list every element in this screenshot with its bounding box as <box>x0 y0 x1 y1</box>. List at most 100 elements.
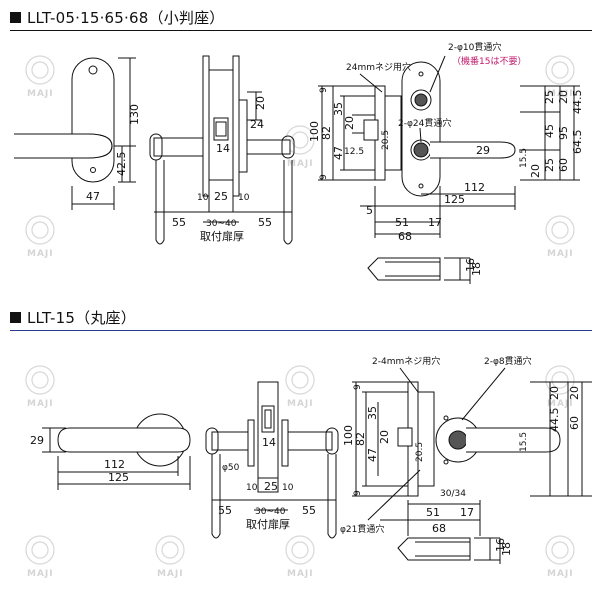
dim-125: 125 <box>444 193 465 206</box>
note-phi8-hole: 2-φ8貫通穴 <box>484 355 532 367</box>
watermark-tile: MAJI <box>285 365 315 409</box>
detail-view-1 <box>318 55 580 238</box>
dim-42-5: 42.5 <box>115 152 128 177</box>
dim-phi50: φ50 <box>222 463 240 473</box>
dim-20-5: 20.5 <box>381 130 391 150</box>
dim-9-top: 9 <box>353 384 363 390</box>
svg-text:MAJI: MAJI <box>547 569 574 579</box>
dim-18: 18 <box>470 262 483 276</box>
dim-15-5: 15.5 <box>519 148 529 168</box>
watermark-tile: MAJI <box>25 535 55 579</box>
dim-45: 45 <box>543 124 556 138</box>
dim-17: 17 <box>460 506 474 519</box>
svg-text:MAJI: MAJI <box>27 399 54 409</box>
dim-10-b: 10 <box>238 193 250 203</box>
dim-55-left: 55 <box>218 504 232 517</box>
dim-30-34: 30/34 <box>440 489 466 499</box>
svg-text:MAJI: MAJI <box>287 399 314 409</box>
section-1-labels: 130 42.5 47 20 24 14 10 25 10 55 30~40 5… <box>86 41 584 276</box>
dim-47-side: 47 <box>332 146 345 160</box>
dim-door-range: 30~40 <box>255 507 286 517</box>
section-title-1: LLT-05·15·65·68（小判座） <box>10 6 225 28</box>
watermark-pattern: MAJI MAJI MAJI MAJI MAJI MAJI MAJI MAJI … <box>25 55 575 579</box>
side-view-2 <box>205 381 339 539</box>
note-screw-hole: 24mmネジ用穴 <box>346 61 411 73</box>
section-2-labels: 29 112 125 14 φ50 25 10 10 55 30~40 55 取… <box>30 355 581 556</box>
section-title-2: LLT-15（丸座） <box>10 306 136 328</box>
dim-10-b: 10 <box>282 483 294 493</box>
dim-20-5: 20.5 <box>415 442 425 462</box>
label-door-thickness: 取付扉厚 <box>200 230 244 243</box>
dim-100: 100 <box>342 425 355 446</box>
watermark-tile: MAJI <box>285 535 315 579</box>
dim-10-a: 10 <box>197 193 209 203</box>
dim-17: 17 <box>428 216 442 229</box>
dim-100: 100 <box>308 121 321 142</box>
dim-35: 35 <box>366 406 379 420</box>
dim-44-5: 44.5 <box>571 90 584 115</box>
dim-18: 18 <box>500 542 513 556</box>
dim-15-5: 15.5 <box>519 432 529 452</box>
svg-text:MAJI: MAJI <box>27 249 54 259</box>
svg-text:MAJI: MAJI <box>27 89 54 99</box>
dim-130: 130 <box>128 104 141 125</box>
dim-10-a: 10 <box>246 483 258 493</box>
dim-29: 29 <box>30 434 44 447</box>
dim-55-right: 55 <box>302 504 316 517</box>
dim-47: 47 <box>86 190 100 203</box>
dim-68: 68 <box>432 522 446 535</box>
dim-20-right: 20 <box>568 386 581 400</box>
section-title-text: LLT-15（丸座） <box>27 308 136 327</box>
dim-25-top: 25 <box>543 90 556 104</box>
note-phi24-hole: 2-φ24貫通穴 <box>398 117 451 129</box>
dim-14: 14 <box>262 436 276 449</box>
watermark-tile: MAJI <box>545 535 575 579</box>
label-door-thickness: 取付扉厚 <box>246 518 290 531</box>
front-view-round-plate <box>42 413 191 490</box>
front-view-oval-plate <box>14 57 136 210</box>
dim-82: 82 <box>320 126 333 140</box>
dim-20: 20 <box>343 116 356 130</box>
dim-16: 16 <box>494 538 507 552</box>
dim-9-top: 9 <box>319 87 329 93</box>
dim-55-left: 55 <box>172 216 186 229</box>
note-phi10-exception: （機番15は不要） <box>452 55 526 67</box>
section-title-text: LLT-05·15·65·68（小判座） <box>27 8 225 27</box>
dim-44-5: 44.5 <box>548 408 561 433</box>
detail-view-2 <box>352 367 592 536</box>
dim-16: 16 <box>464 258 477 272</box>
dim-5: 5 <box>366 204 373 217</box>
bullet-square <box>10 311 21 323</box>
dim-20-bottom: 20 <box>529 164 542 178</box>
latch-small-view-2 <box>397 537 501 564</box>
dim-60: 60 <box>568 416 581 430</box>
dim-68: 68 <box>398 230 412 243</box>
dim-47: 47 <box>366 448 379 462</box>
watermark-tile: MAJI <box>25 55 55 99</box>
note-phi21-hole: φ21貫通穴 <box>340 523 384 535</box>
svg-text:MAJI: MAJI <box>287 569 314 579</box>
note-phi10-hole: 2-φ10貫通穴 <box>448 41 501 53</box>
dim-112: 112 <box>104 458 125 471</box>
dim-door-range: 30~40 <box>206 219 237 229</box>
watermark-tile: MAJI <box>155 535 185 579</box>
dim-51: 51 <box>395 216 409 229</box>
dim-64-5: 64.5 <box>571 130 584 155</box>
dim-phi20: 20 <box>254 96 267 110</box>
svg-text:MAJI: MAJI <box>547 399 574 409</box>
svg-text:MAJI: MAJI <box>157 569 184 579</box>
watermark-tile: MAJI <box>25 365 55 409</box>
dim-55-right: 55 <box>258 216 272 229</box>
watermark-tile: MAJI <box>545 365 575 409</box>
dim-9-bottom: 9 <box>319 174 329 180</box>
dim-51: 51 <box>426 506 440 519</box>
dim-25: 25 <box>214 190 228 203</box>
dim-12-5: 12.5 <box>344 147 364 157</box>
dim-35: 35 <box>332 102 345 116</box>
dim-20: 20 <box>378 430 391 444</box>
svg-text:MAJI: MAJI <box>287 159 314 169</box>
watermark-tile: MAJI <box>545 215 575 259</box>
section-divider-1 <box>10 30 592 31</box>
